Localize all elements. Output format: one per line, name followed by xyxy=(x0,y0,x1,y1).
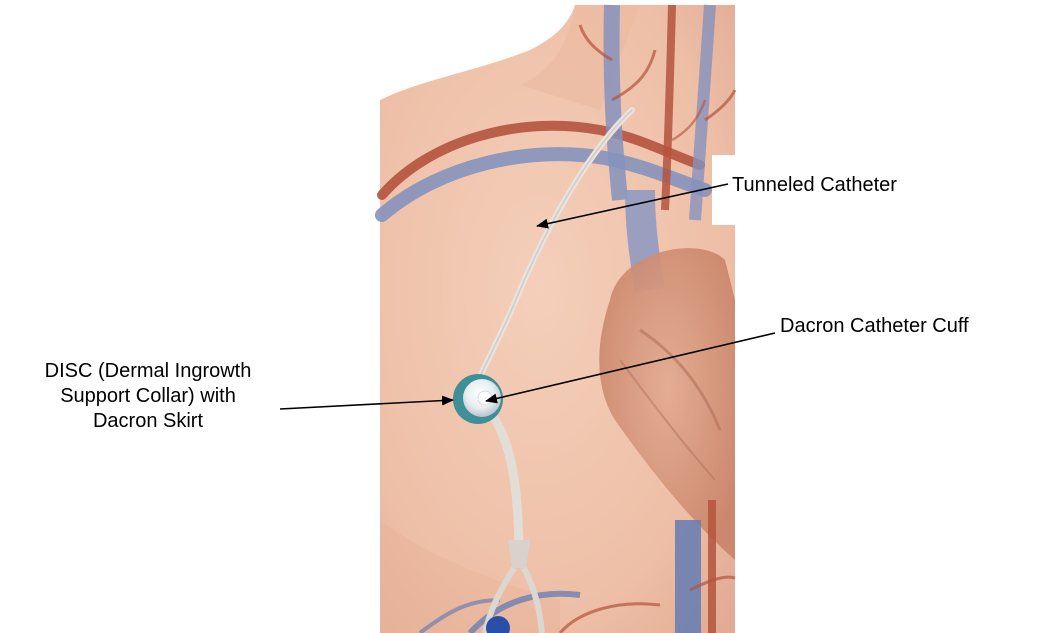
label-disc-line2: Support Collar) with xyxy=(0,384,296,409)
jugular-vein xyxy=(612,5,620,200)
label-tunneled-catheter: Tunneled Catheter xyxy=(732,173,897,198)
dacron-cuff xyxy=(478,391,492,405)
label-dacron-catheter-cuff: Dacron Catheter Cuff xyxy=(780,314,969,339)
label-disc: DISC (Dermal Ingrowth Support Collar) wi… xyxy=(0,359,296,434)
label-disc-line3: Dacron Skirt xyxy=(0,409,296,434)
label-disc-line1: DISC (Dermal Ingrowth xyxy=(0,359,296,384)
